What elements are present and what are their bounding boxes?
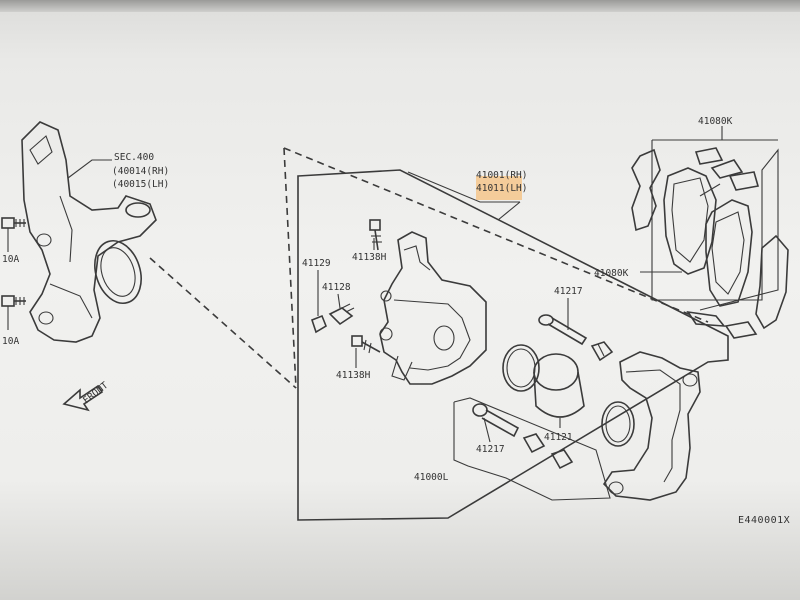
piston-icon: [533, 353, 585, 418]
label-41080k-top: 41080K: [698, 116, 733, 127]
label-40014: (40014(RH): [112, 166, 169, 177]
caliper-body-drawing: [379, 231, 487, 385]
label-41138h-top: 41138H: [352, 252, 387, 263]
front-arrow-icon: [62, 384, 104, 412]
dust-boot-icon: [601, 401, 635, 447]
label-41001: 41001(RH): [476, 170, 527, 181]
figure-code: E440001X: [738, 515, 790, 526]
pad-shim-right-icon: [755, 234, 789, 330]
pin-boot-bottom-icon: [522, 433, 574, 470]
piston-seal-icon: [502, 344, 540, 392]
label-front: FRONT: [81, 380, 111, 406]
label-41080k-side: 41080K: [594, 268, 629, 279]
label-40015: (40015(LH): [112, 179, 169, 190]
bleeder-cap-icon: [311, 314, 327, 334]
knuckle-bolt-bottom-icon: [1, 295, 26, 307]
guide-bolt-top-icon: [369, 219, 382, 251]
pad-wear-clip-icon: [686, 310, 758, 339]
torque-member-drawing: [602, 351, 701, 501]
label-sec400: SEC.400: [114, 152, 154, 163]
brake-pad-inner-icon: [663, 167, 717, 275]
anti-rattle-clips-icon: [694, 147, 760, 191]
slide-pin-top-icon: [538, 314, 588, 346]
label-41128: 41128: [322, 282, 351, 293]
pad-shim-left-icon: [631, 148, 661, 232]
slide-pin-bottom-icon: [472, 403, 520, 438]
pad-kit-outline: [651, 140, 779, 311]
pin-boot-top-icon: [590, 341, 614, 362]
label-41217-bottom: 41217: [476, 444, 505, 455]
label-41129: 41129: [302, 258, 331, 269]
bleeder-screw-icon: [328, 303, 355, 326]
guide-bolt-bottom-icon: [351, 335, 381, 354]
brake-pad-outer-icon: [705, 199, 753, 307]
monitor-bezel: [0, 0, 800, 12]
label-41011: 41011(LH): [476, 183, 527, 194]
label-41121: 41121: [544, 432, 573, 443]
caliper-assembly-outline: [297, 169, 729, 521]
part-highlight: [476, 176, 522, 200]
knuckle-bolt-top-icon: [1, 217, 26, 229]
label-41138h-bottom: 41138H: [336, 370, 371, 381]
label-41000l: 41000L: [414, 472, 449, 483]
label-knuckle-bolt-top: 10A: [2, 254, 19, 265]
label-knuckle-bolt-bottom: 10A: [2, 336, 19, 347]
steering-knuckle-drawing: [21, 121, 157, 343]
label-41217-top: 41217: [554, 286, 583, 297]
